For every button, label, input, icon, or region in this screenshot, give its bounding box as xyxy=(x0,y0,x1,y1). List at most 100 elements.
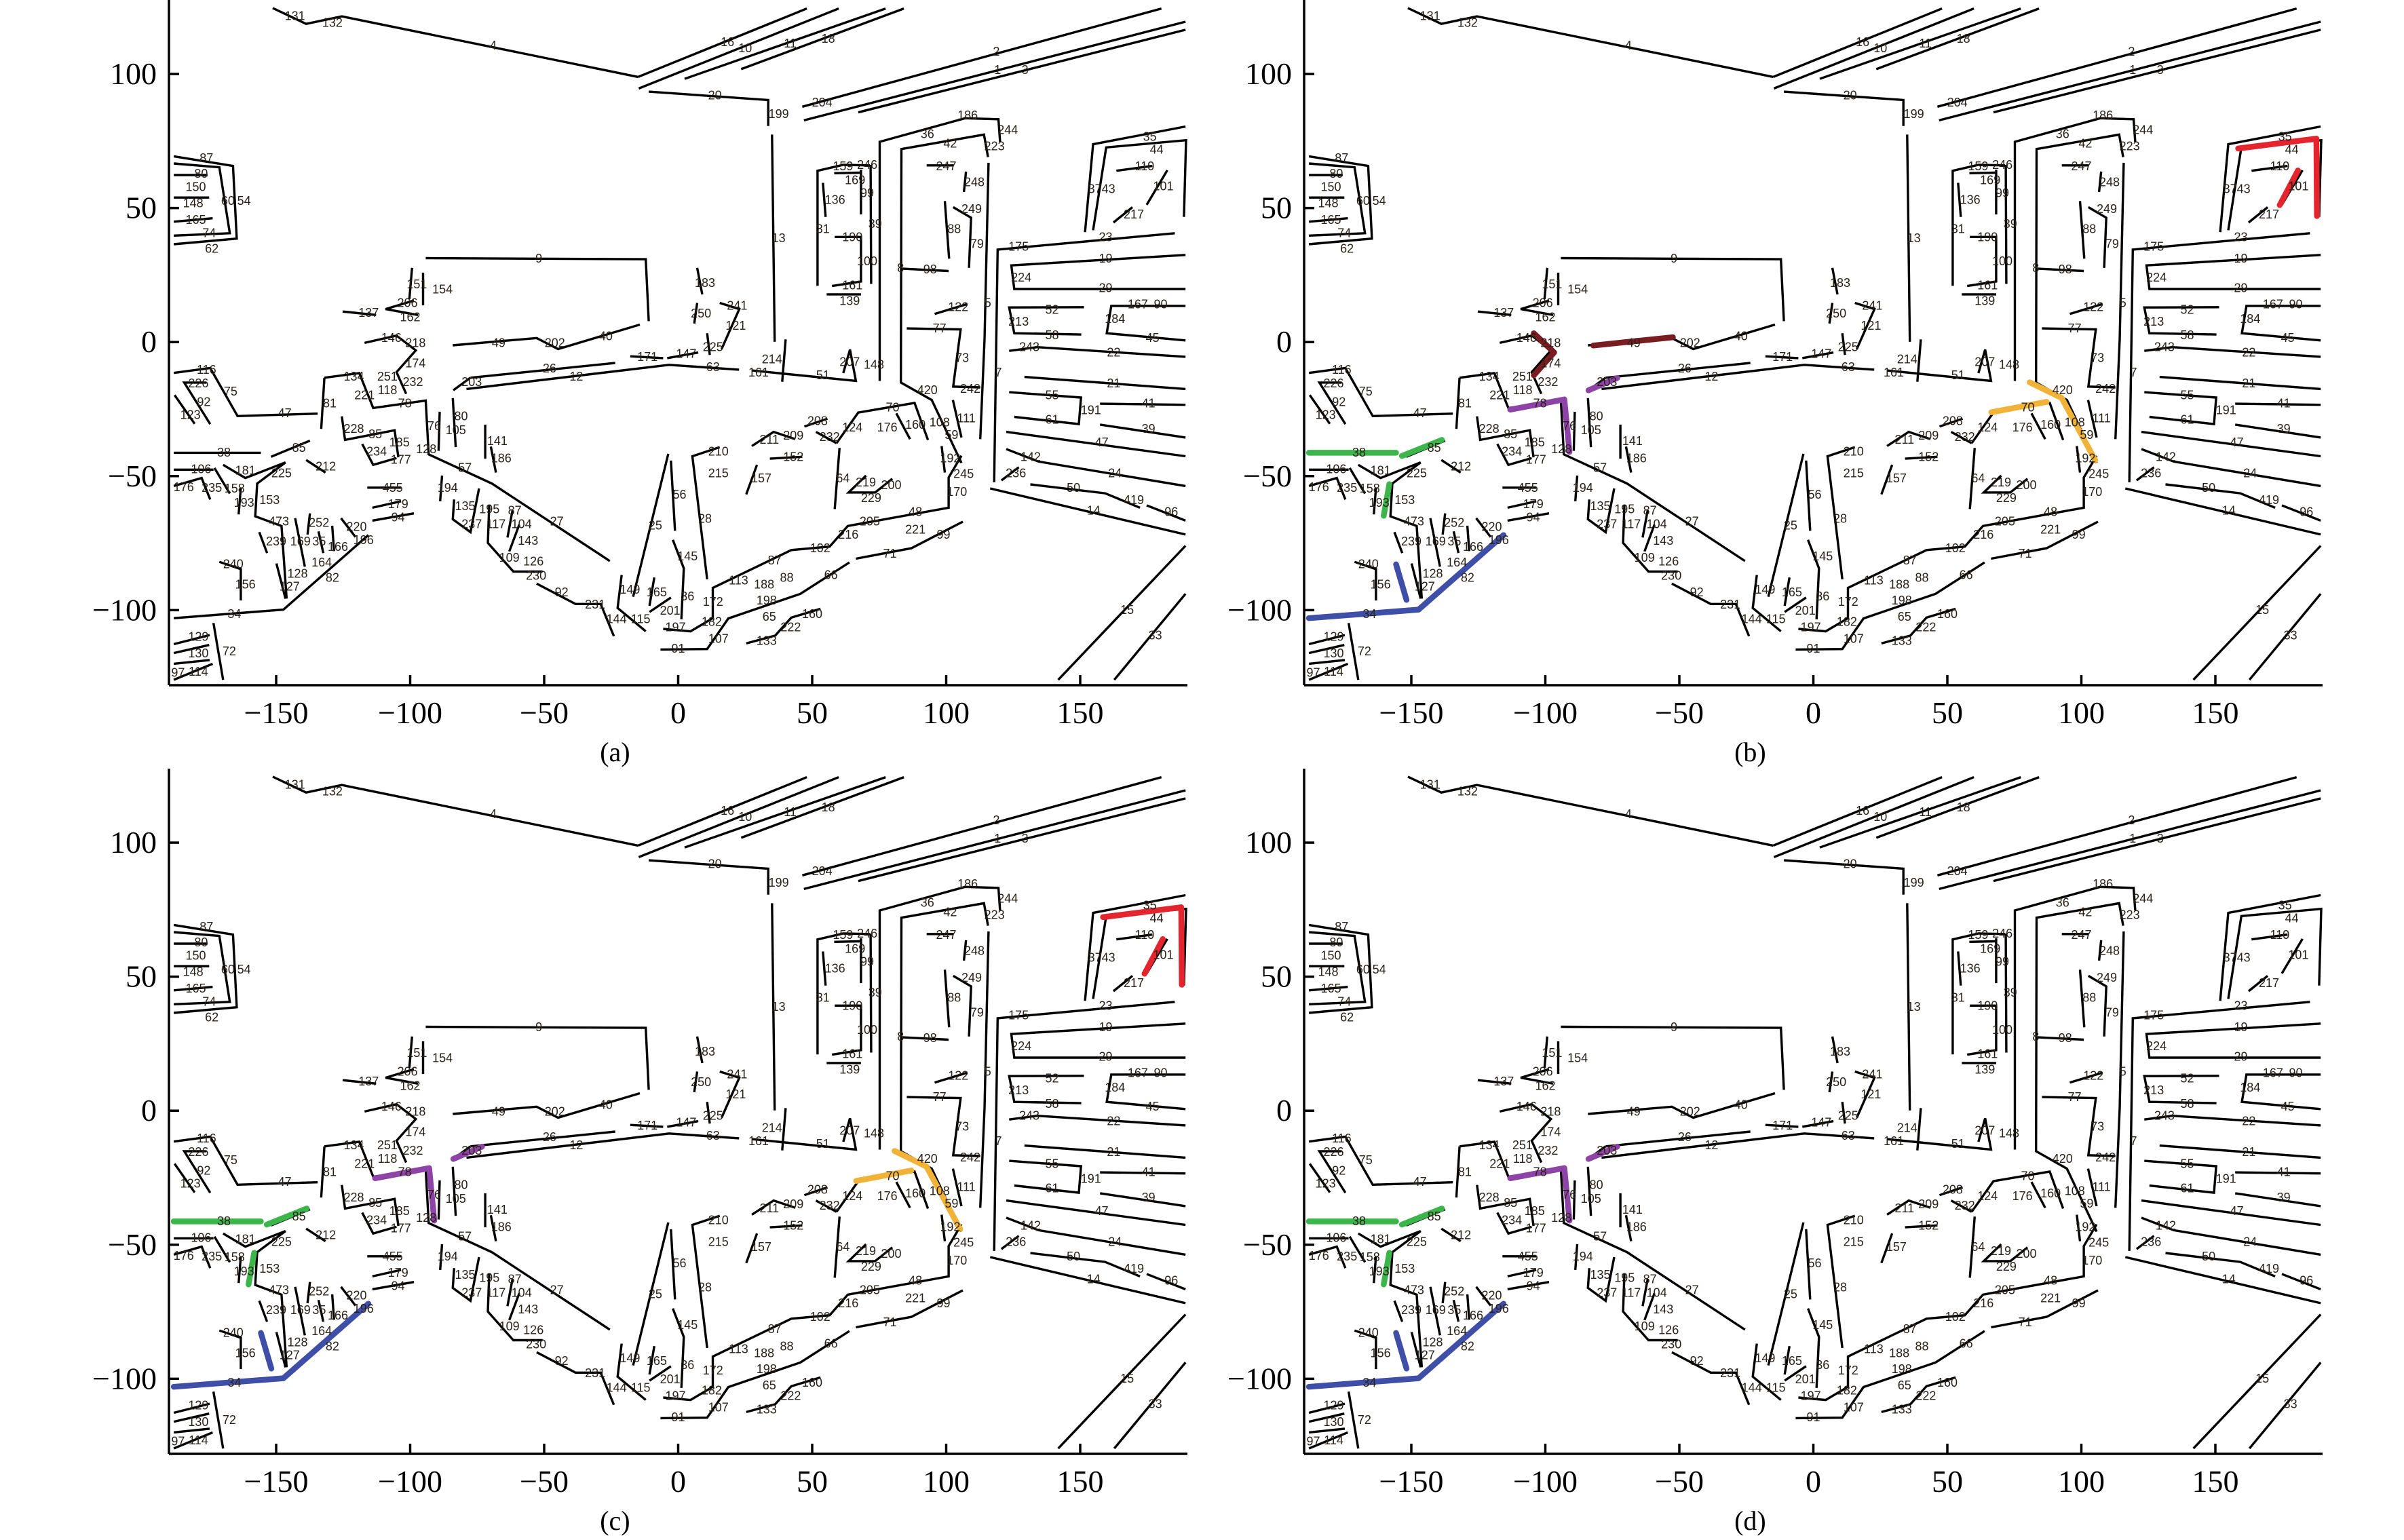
segment-label: 87 xyxy=(1335,151,1348,165)
line-segment xyxy=(173,1135,318,1187)
segment-label: 80 xyxy=(1590,1178,1603,1191)
segment-label: 8 xyxy=(897,1030,904,1043)
segment-label: 47 xyxy=(1413,1175,1427,1189)
segment-label: 226 xyxy=(188,377,208,390)
line-segment xyxy=(1586,1166,1592,1216)
segment-label: 36 xyxy=(1816,1358,1829,1372)
x-tick-label: −150 xyxy=(244,695,309,730)
segment-label: 128 xyxy=(416,442,436,456)
segment-label: 228 xyxy=(343,1191,364,1204)
segment-label: 159 xyxy=(833,928,853,942)
line-segment xyxy=(1765,355,1799,360)
segment-label: 116 xyxy=(197,1132,216,1145)
line-segment xyxy=(1819,7,2021,80)
segment-label: 150 xyxy=(185,949,206,963)
segment-label: 85 xyxy=(292,1210,306,1223)
line-segment xyxy=(1624,446,1633,473)
line-segment xyxy=(693,303,699,324)
segment-label: 183 xyxy=(695,1045,715,1058)
segment-label: 146 xyxy=(1516,1100,1537,1113)
line-segment xyxy=(1308,1245,1347,1269)
segment-label: 98 xyxy=(923,1031,937,1045)
segment-label: 177 xyxy=(391,1222,411,1235)
line-segment xyxy=(1970,1170,2065,1213)
segment-label: 162 xyxy=(400,1079,420,1092)
segment-label: 92 xyxy=(1332,396,1346,409)
line-segment xyxy=(1009,1159,1083,1194)
line-segment xyxy=(364,1102,418,1163)
line-segment xyxy=(2124,487,2321,536)
segment-label: 88 xyxy=(1915,1339,1928,1353)
segment-label: 167 xyxy=(2263,1066,2283,1079)
segment-label: 161 xyxy=(1977,1047,1998,1061)
highlight-segment-green xyxy=(246,1250,257,1288)
line-segment xyxy=(1308,366,1453,418)
line-segment xyxy=(437,411,441,451)
line-segment xyxy=(1100,402,1186,406)
line-segment xyxy=(1905,455,1938,460)
segment-label: 167 xyxy=(1128,1066,1148,1079)
segment-label: 9 xyxy=(535,1020,542,1034)
segment-label: 127 xyxy=(280,579,300,593)
line-segment xyxy=(1507,500,1537,509)
segment-label: 158 xyxy=(1360,1250,1380,1264)
segment-label: 245 xyxy=(953,467,974,480)
line-segment xyxy=(951,400,963,438)
segment-label: 94 xyxy=(392,511,405,524)
segment-label: 170 xyxy=(947,485,967,499)
segment-label: 22 xyxy=(1107,346,1120,360)
segment-label: 47 xyxy=(2230,436,2244,449)
segment-label: 160 xyxy=(802,607,822,621)
line-segment xyxy=(816,932,870,1055)
segment-label: 107 xyxy=(708,632,729,645)
line-segment xyxy=(451,398,457,448)
segment-label: 216 xyxy=(1973,528,1993,541)
highlight-segment-yellow xyxy=(853,1168,915,1184)
segment-label: 156 xyxy=(235,577,256,591)
segment-label: 63 xyxy=(1842,1129,1855,1142)
line-segment xyxy=(684,7,886,80)
segment-label: 118 xyxy=(378,383,398,397)
segment-label: 12 xyxy=(569,1138,583,1152)
segment-label: 232 xyxy=(1538,375,1558,389)
segment-label: 211 xyxy=(759,433,779,446)
line-segment xyxy=(536,1351,615,1406)
segment-label: 111 xyxy=(2092,1180,2110,1193)
line-segment xyxy=(940,446,947,473)
segment-label: 122 xyxy=(948,300,968,313)
segment-label: 152 xyxy=(1918,450,1939,464)
line-segment xyxy=(1410,563,1422,599)
segment-label: 31 xyxy=(816,991,830,1005)
line-segment xyxy=(1496,1212,1532,1235)
x-tick-label: −150 xyxy=(1379,695,1444,730)
segment-label: 27 xyxy=(550,515,564,528)
segment-label: 33 xyxy=(1149,1397,1162,1410)
line-segment xyxy=(803,789,1186,891)
segment-label: 52 xyxy=(2180,303,2194,316)
segment-label: 164 xyxy=(1447,1324,1467,1338)
segment-label: 137 xyxy=(358,306,379,320)
line-segment xyxy=(1807,539,1820,619)
segment-label: 9 xyxy=(1671,252,1677,265)
line-segment xyxy=(751,430,796,447)
segment-label: 92 xyxy=(197,1164,210,1178)
segment-label: 139 xyxy=(839,1063,860,1077)
segment-label: 76 xyxy=(1563,419,1576,433)
segment-label: 110 xyxy=(1134,159,1154,173)
segment-label: 186 xyxy=(957,877,978,891)
segment-label: 213 xyxy=(1008,1083,1029,1097)
segment-label: 240 xyxy=(1358,1326,1379,1340)
line-segment xyxy=(2159,1144,2321,1159)
line-segment xyxy=(1455,1146,1461,1198)
segment-label: 131 xyxy=(285,778,305,792)
line-segment xyxy=(306,513,311,535)
segment-label: 109 xyxy=(499,1320,520,1333)
segment-label: 104 xyxy=(1647,517,1667,531)
segment-label: 160 xyxy=(2040,1187,2061,1200)
segment-label: 87 xyxy=(199,920,213,933)
line-segment xyxy=(745,464,759,495)
segment-label: 185 xyxy=(389,1204,410,1218)
segment-label: 79 xyxy=(970,1006,984,1020)
y-tick-label: 100 xyxy=(1245,825,1292,860)
